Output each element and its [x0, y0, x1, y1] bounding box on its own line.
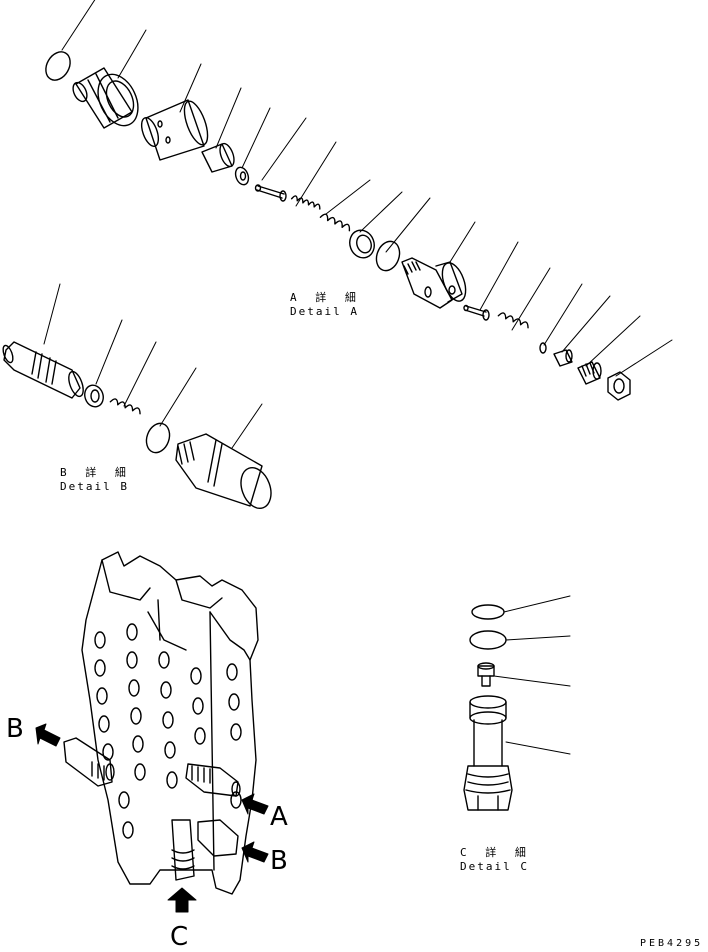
- detail-a-en: Detail A: [290, 305, 359, 318]
- control-valve-body: [64, 552, 258, 894]
- screw-a15: [554, 350, 572, 366]
- detail-b-parts: [1, 284, 276, 513]
- arrow-b-right: [242, 842, 268, 862]
- drawing-code: PEB4295: [640, 938, 704, 949]
- ring-a9: [346, 227, 378, 262]
- washer-a5: [233, 165, 250, 186]
- detail-b-jp: B 詳 細: [60, 466, 132, 479]
- mounted-valve-b: [64, 738, 114, 786]
- detail-b-caption: B 詳 細 Detail B: [60, 466, 132, 494]
- lock-nut-a17: [608, 372, 630, 400]
- detail-c-en: Detail C: [460, 860, 529, 873]
- sleeve-a3: [138, 98, 212, 160]
- o-ring-a10: [373, 238, 404, 274]
- valve-body-a11: [402, 258, 470, 308]
- detail-c-jp: C 詳 細: [460, 846, 532, 859]
- arrow-b-left: [36, 724, 60, 746]
- detail-c-leader-lines: [494, 596, 570, 754]
- spring-b3: [110, 398, 141, 414]
- ring-b2: [82, 383, 106, 410]
- callout-label-c: C: [170, 922, 189, 952]
- piston-a4: [202, 142, 237, 172]
- callout-arrows: [36, 724, 268, 912]
- plug-screw-a16: [578, 362, 601, 384]
- mounted-valve-c: [172, 820, 238, 880]
- screw-c3: [478, 663, 494, 686]
- detail-a-parts: [41, 0, 672, 400]
- valve-ports: [95, 624, 241, 838]
- o-ring-c1: [472, 605, 504, 619]
- mounted-valve-a: [186, 764, 240, 796]
- spring-a8: [320, 213, 351, 231]
- o-ring-a1: [41, 48, 75, 85]
- detail-a-leader-lines: [62, 0, 672, 376]
- poppet-a6: [256, 185, 287, 201]
- detail-b-en: Detail B: [60, 480, 129, 493]
- detail-c-caption: C 詳 細 Detail C: [460, 846, 532, 874]
- callout-label-b-left: B: [6, 714, 24, 744]
- detail-a-caption: A 詳 細 Detail A: [290, 291, 362, 319]
- callout-label-b: B: [270, 846, 288, 876]
- plug-a2: [70, 68, 145, 132]
- cartridge-c4: [464, 696, 512, 810]
- arrow-a: [242, 794, 268, 814]
- spring-a13: [498, 312, 529, 328]
- detail-a-jp: A 詳 細: [290, 291, 362, 304]
- plug-b5: [176, 434, 276, 513]
- screw-a12: [464, 306, 489, 321]
- o-ring-b4: [143, 420, 174, 456]
- arrow-c: [168, 888, 196, 912]
- washer-a14: [540, 343, 546, 353]
- spool-b1: [1, 342, 86, 398]
- detail-b-leader-lines: [44, 284, 262, 448]
- o-ring-c2: [470, 631, 506, 649]
- spring-a7: [292, 195, 322, 209]
- callout-label-a: A: [270, 802, 288, 832]
- detail-c-parts: [464, 596, 570, 810]
